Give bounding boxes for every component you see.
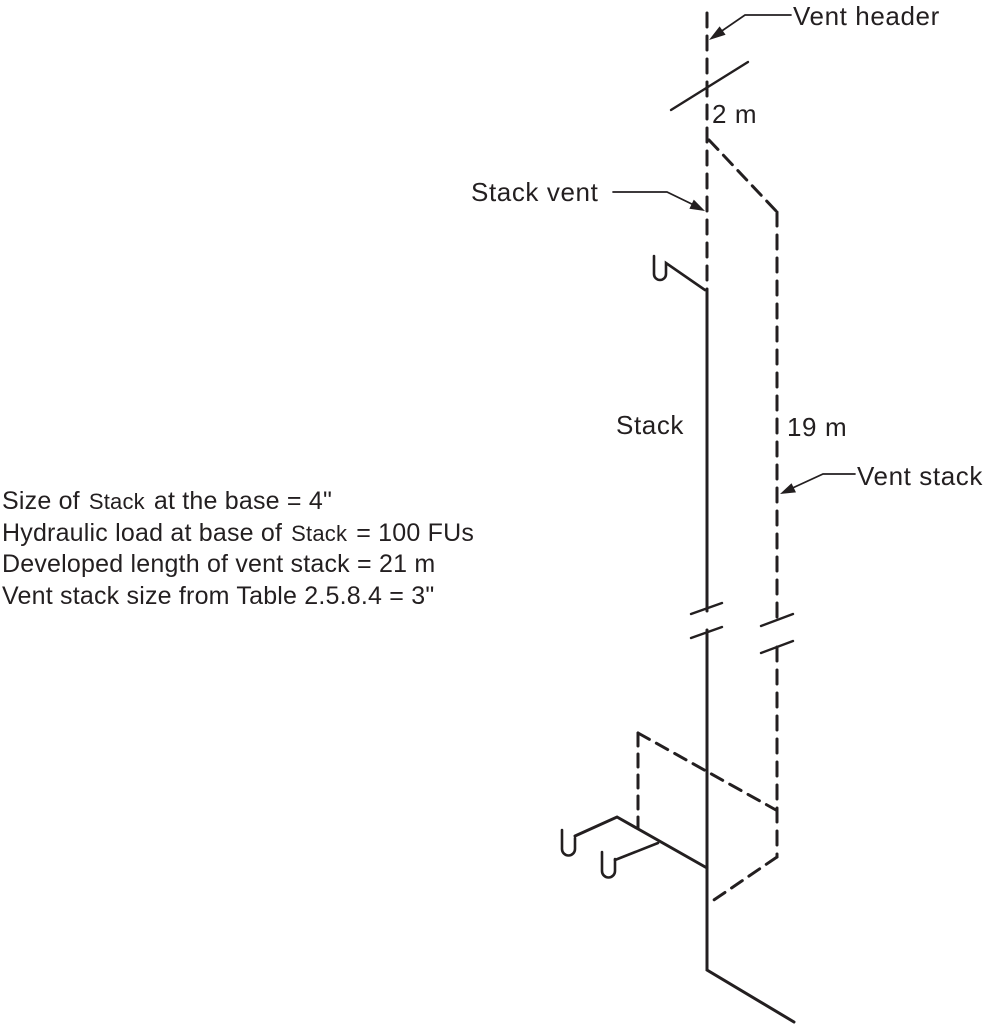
stack-label: Stack	[616, 410, 685, 440]
notes-block: Size of Stack at the base = 4" Hydraulic l…	[2, 486, 474, 612]
vent-stack-leader-line	[785, 473, 856, 492]
note-line-1: Size of Stack at the base = 4"	[2, 486, 474, 518]
note-line-4-pre: Vent stack size from Table 2.5.8.4 = 3"	[2, 581, 435, 610]
note-line-3-pre: Developed length of vent stack = 21 m	[2, 550, 436, 579]
vent-header-arrowhead-icon	[709, 26, 726, 40]
vent-header-leader-line	[712, 14, 792, 38]
dimension-2m-label: 2 m	[712, 99, 758, 129]
vent-stack-base-connection	[706, 855, 779, 906]
note-line-1-pre: Size of	[2, 487, 80, 515]
note-line-1-var: Stack	[88, 489, 145, 514]
stack-vent-label: Stack vent	[471, 177, 599, 207]
lower-fixture-trap-1	[560, 828, 577, 857]
lower-fixture-branch-2	[613, 841, 660, 862]
vent-stack-offset-pipe	[707, 138, 779, 214]
stack-break-mark-top	[689, 601, 724, 616]
note-line-2: Hydraulic load at base of Stack = 100 FUs	[2, 518, 474, 550]
vent-stack-break-mark-top	[759, 612, 795, 628]
branch-vent-connector	[636, 731, 778, 812]
dimension-19m-label: 19 m	[787, 412, 848, 442]
note-line-4: Vent stack size from Table 2.5.8.4 = 3"	[2, 581, 474, 613]
note-line-3: Developed length of vent stack = 21 m	[2, 549, 474, 581]
note-line-2-post: = 100 FUs	[356, 518, 475, 547]
upper-fixture-trap	[652, 254, 707, 292]
stack-vent-leader-line	[612, 191, 701, 209]
note-line-2-var: Stack	[291, 520, 348, 546]
stack-vent-arrowhead-icon	[689, 199, 705, 211]
vent-header-break-mark	[669, 60, 750, 112]
stack-pipe-lower-and-drain	[705, 628, 796, 1024]
note-line-2-pre: Hydraulic load at base of	[2, 518, 283, 547]
vent-header-label: Vent header	[793, 1, 940, 31]
vent-stack-label: Vent stack	[857, 461, 983, 491]
lower-fixture-trap-2	[600, 850, 617, 879]
note-line-1-post: at the base = 4"	[153, 487, 333, 515]
vent-stack-arrowhead-icon	[780, 483, 796, 494]
lower-branch-drain	[573, 815, 709, 870]
